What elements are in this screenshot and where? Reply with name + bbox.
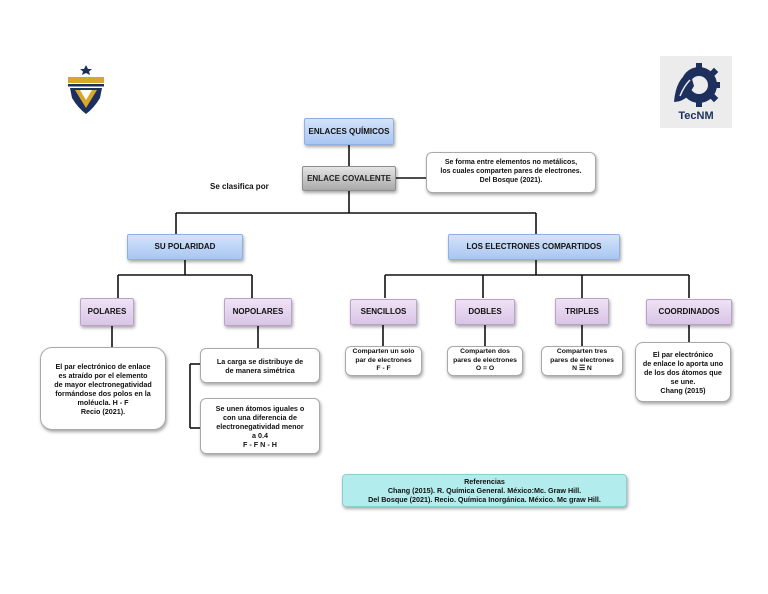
single-bond-node: SENCILLOS xyxy=(350,299,417,325)
nonpolar-description-electronegativity: Se unen átomos iguales o con una diferen… xyxy=(200,398,320,454)
triple-bond-node: TRIPLES xyxy=(555,298,609,325)
institution-crest-logo xyxy=(64,64,108,118)
coordinated-bond-node: COORDINADOS xyxy=(646,299,732,325)
tecnm-logo-text: TecNM xyxy=(678,110,714,122)
references-box: Referencias Chang (2015). R. Química Gen… xyxy=(342,474,627,507)
nonpolar-node: NOPOLARES xyxy=(224,298,292,326)
nonpolar-description-symmetric: La carga se distribuye de de manera simé… xyxy=(200,348,320,383)
covalent-bond-node: ENLACE COVALENTE xyxy=(302,166,396,191)
double-bond-description: Comparten dos pares de electrones O = O xyxy=(447,346,523,376)
classified-by-label: Se clasifica por xyxy=(210,182,269,191)
polar-node: POLARES xyxy=(80,298,134,326)
triple-bond-description: Comparten tres pares de electrones N ☰ N xyxy=(541,346,623,376)
definition-note: Se forma entre elementos no metálicos, l… xyxy=(426,152,596,193)
double-bond-node: DOBLES xyxy=(455,299,515,325)
single-bond-description: Comparten un solo par de electrones F - … xyxy=(345,346,422,376)
coordinated-bond-description: El par electrónico de enlace lo aporta u… xyxy=(635,342,731,402)
polarity-branch: SU POLARIDAD xyxy=(127,234,243,260)
polar-description: El par electrónico de enlace es atraído … xyxy=(40,347,166,430)
root-node: ENLACES QUÍMICOS xyxy=(304,118,394,145)
shared-electrons-branch: LOS ELECTRONES COMPARTIDOS xyxy=(448,234,620,260)
tecnm-logo: TecNM xyxy=(660,56,732,128)
